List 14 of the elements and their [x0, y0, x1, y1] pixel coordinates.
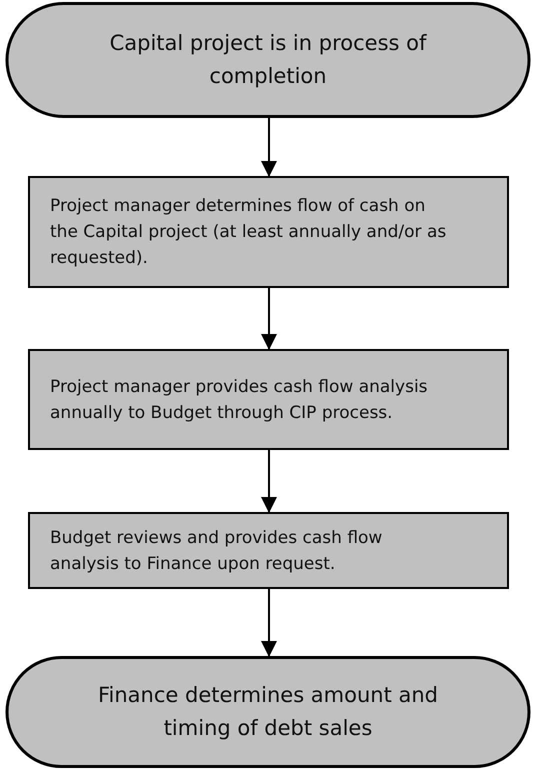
process-box — [28, 512, 509, 589]
arrow — [261, 288, 277, 350]
process-box — [28, 349, 509, 450]
node-text: Capital project is in process of completion — [108, 30, 428, 90]
node-text: Project manager determines flow of cash on the Capital project (at least annually and/or as requested). — [50, 195, 447, 270]
node-text: Project manager provides cash flow analysis annually to Budget through CIP process. — [50, 376, 429, 424]
node-text: Budget reviews and provides cash flow analysis to Finance upon request. — [50, 526, 384, 576]
arrow — [261, 118, 277, 177]
terminal-shape — [4, 656, 532, 768]
process-box — [28, 176, 509, 288]
node-text: Finance determines amount and timing of debt sales — [96, 682, 440, 742]
arrow — [261, 450, 277, 513]
terminal-shape — [4, 2, 532, 118]
arrow — [261, 589, 277, 657]
